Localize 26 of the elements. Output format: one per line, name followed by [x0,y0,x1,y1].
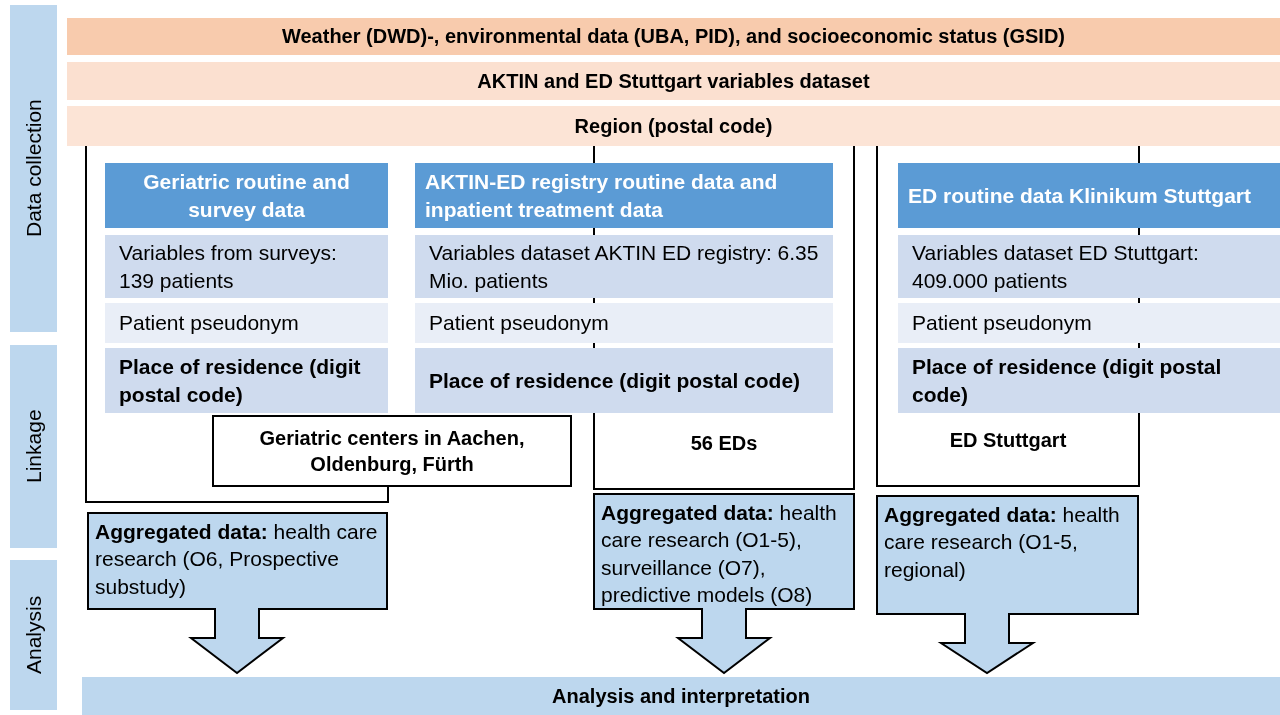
variables-cell: Variables from surveys: 139 patients [105,235,388,298]
residence-cell: Place of residence (digit postal code) [105,348,388,413]
variables-cell: Variables dataset AKTIN ED registry: 6.35 Mio. patients [415,235,833,298]
section-label: Linkage [10,345,57,548]
data-band: Weather (DWD)-, environmental data (UBA, PID), and socioeconomic status (GSID) [67,18,1280,55]
header-cell: ED routine data Klinikum Stuttgart [898,163,1280,228]
pseudonym-cell: Patient pseudonym [415,303,833,343]
section-label: Analysis [10,560,57,710]
site-box: Geriatric centers in Aachen, Oldenburg, Fürth [212,415,572,487]
callout-box: Aggregated data: health care research (O1-5, regional) [876,495,1139,615]
block-arrow [188,607,286,675]
data-band: AKTIN and ED Stuttgart variables dataset [67,62,1280,100]
analysis-band: Analysis and interpretation [82,677,1280,715]
callout-box: Aggregated data: health care research (O6, Prospective substudy) [87,512,388,610]
header-cell: AKTIN-ED registry routine data and inpatient treatment data [415,163,833,228]
section-label: Data collection [10,5,57,332]
header-cell: Geriatric routine and survey data [105,163,388,228]
residence-cell: Place of residence (digit postal code) [898,348,1280,413]
data-band: Region (postal code) [67,106,1280,146]
pseudonym-cell: Patient pseudonym [898,303,1280,343]
callout-box: Aggregated data: health care research (O1-5), surveillance (O7), predictive models (O8) [593,493,855,610]
block-arrow [675,607,773,675]
pseudonym-cell: Patient pseudonym [105,303,388,343]
residence-cell: Place of residence (digit postal code) [415,348,833,413]
block-arrow [937,612,1037,675]
variables-cell: Variables dataset ED Stuttgart: 409.000 patients [898,235,1280,298]
